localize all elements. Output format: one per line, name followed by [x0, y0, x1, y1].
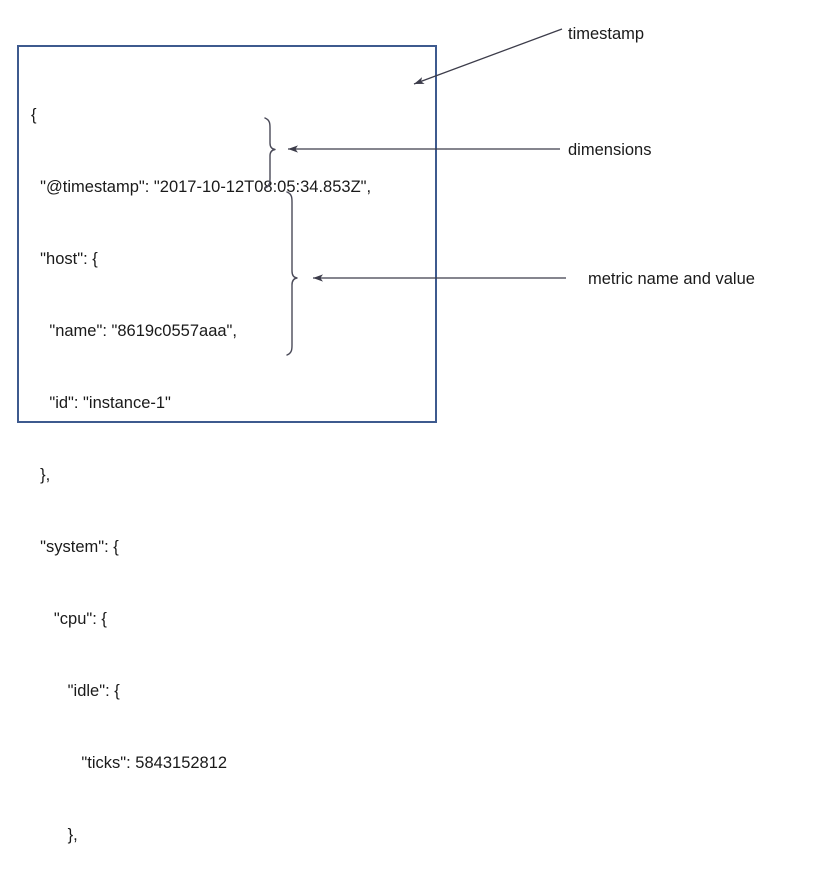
json-line-host-id: "id": "instance-1"	[31, 394, 171, 412]
json-line-host-open: "host": {	[31, 250, 98, 268]
json-line-ticks: "ticks": 5843152812	[31, 754, 228, 772]
annotation-label-metric: metric name and value	[588, 270, 755, 288]
annotation-label-dimensions: dimensions	[568, 141, 652, 159]
json-line-cpu-open: "cpu": {	[31, 610, 107, 628]
json-line-idle-open: "idle": {	[31, 682, 120, 700]
json-line: {	[31, 106, 37, 124]
json-line-host-name: "name": "8619c0557aaa",	[31, 322, 237, 340]
json-line-timestamp: "@timestamp": "2017-10-12T08:05:34.853Z"…	[31, 178, 372, 196]
json-document-box: { "@timestamp": "2017-10-12T08:05:34.853…	[17, 45, 437, 844]
diagram-canvas: { "@timestamp": "2017-10-12T08:05:34.853…	[17, 25, 755, 844]
json-line-host-close: },	[31, 466, 51, 484]
json-line-system-open: "system": {	[31, 538, 119, 556]
json-code-block: { "@timestamp": "2017-10-12T08:05:34.853…	[31, 55, 431, 874]
annotation-label-timestamp: timestamp	[568, 25, 645, 43]
json-line-idle-close: },	[31, 826, 78, 844]
